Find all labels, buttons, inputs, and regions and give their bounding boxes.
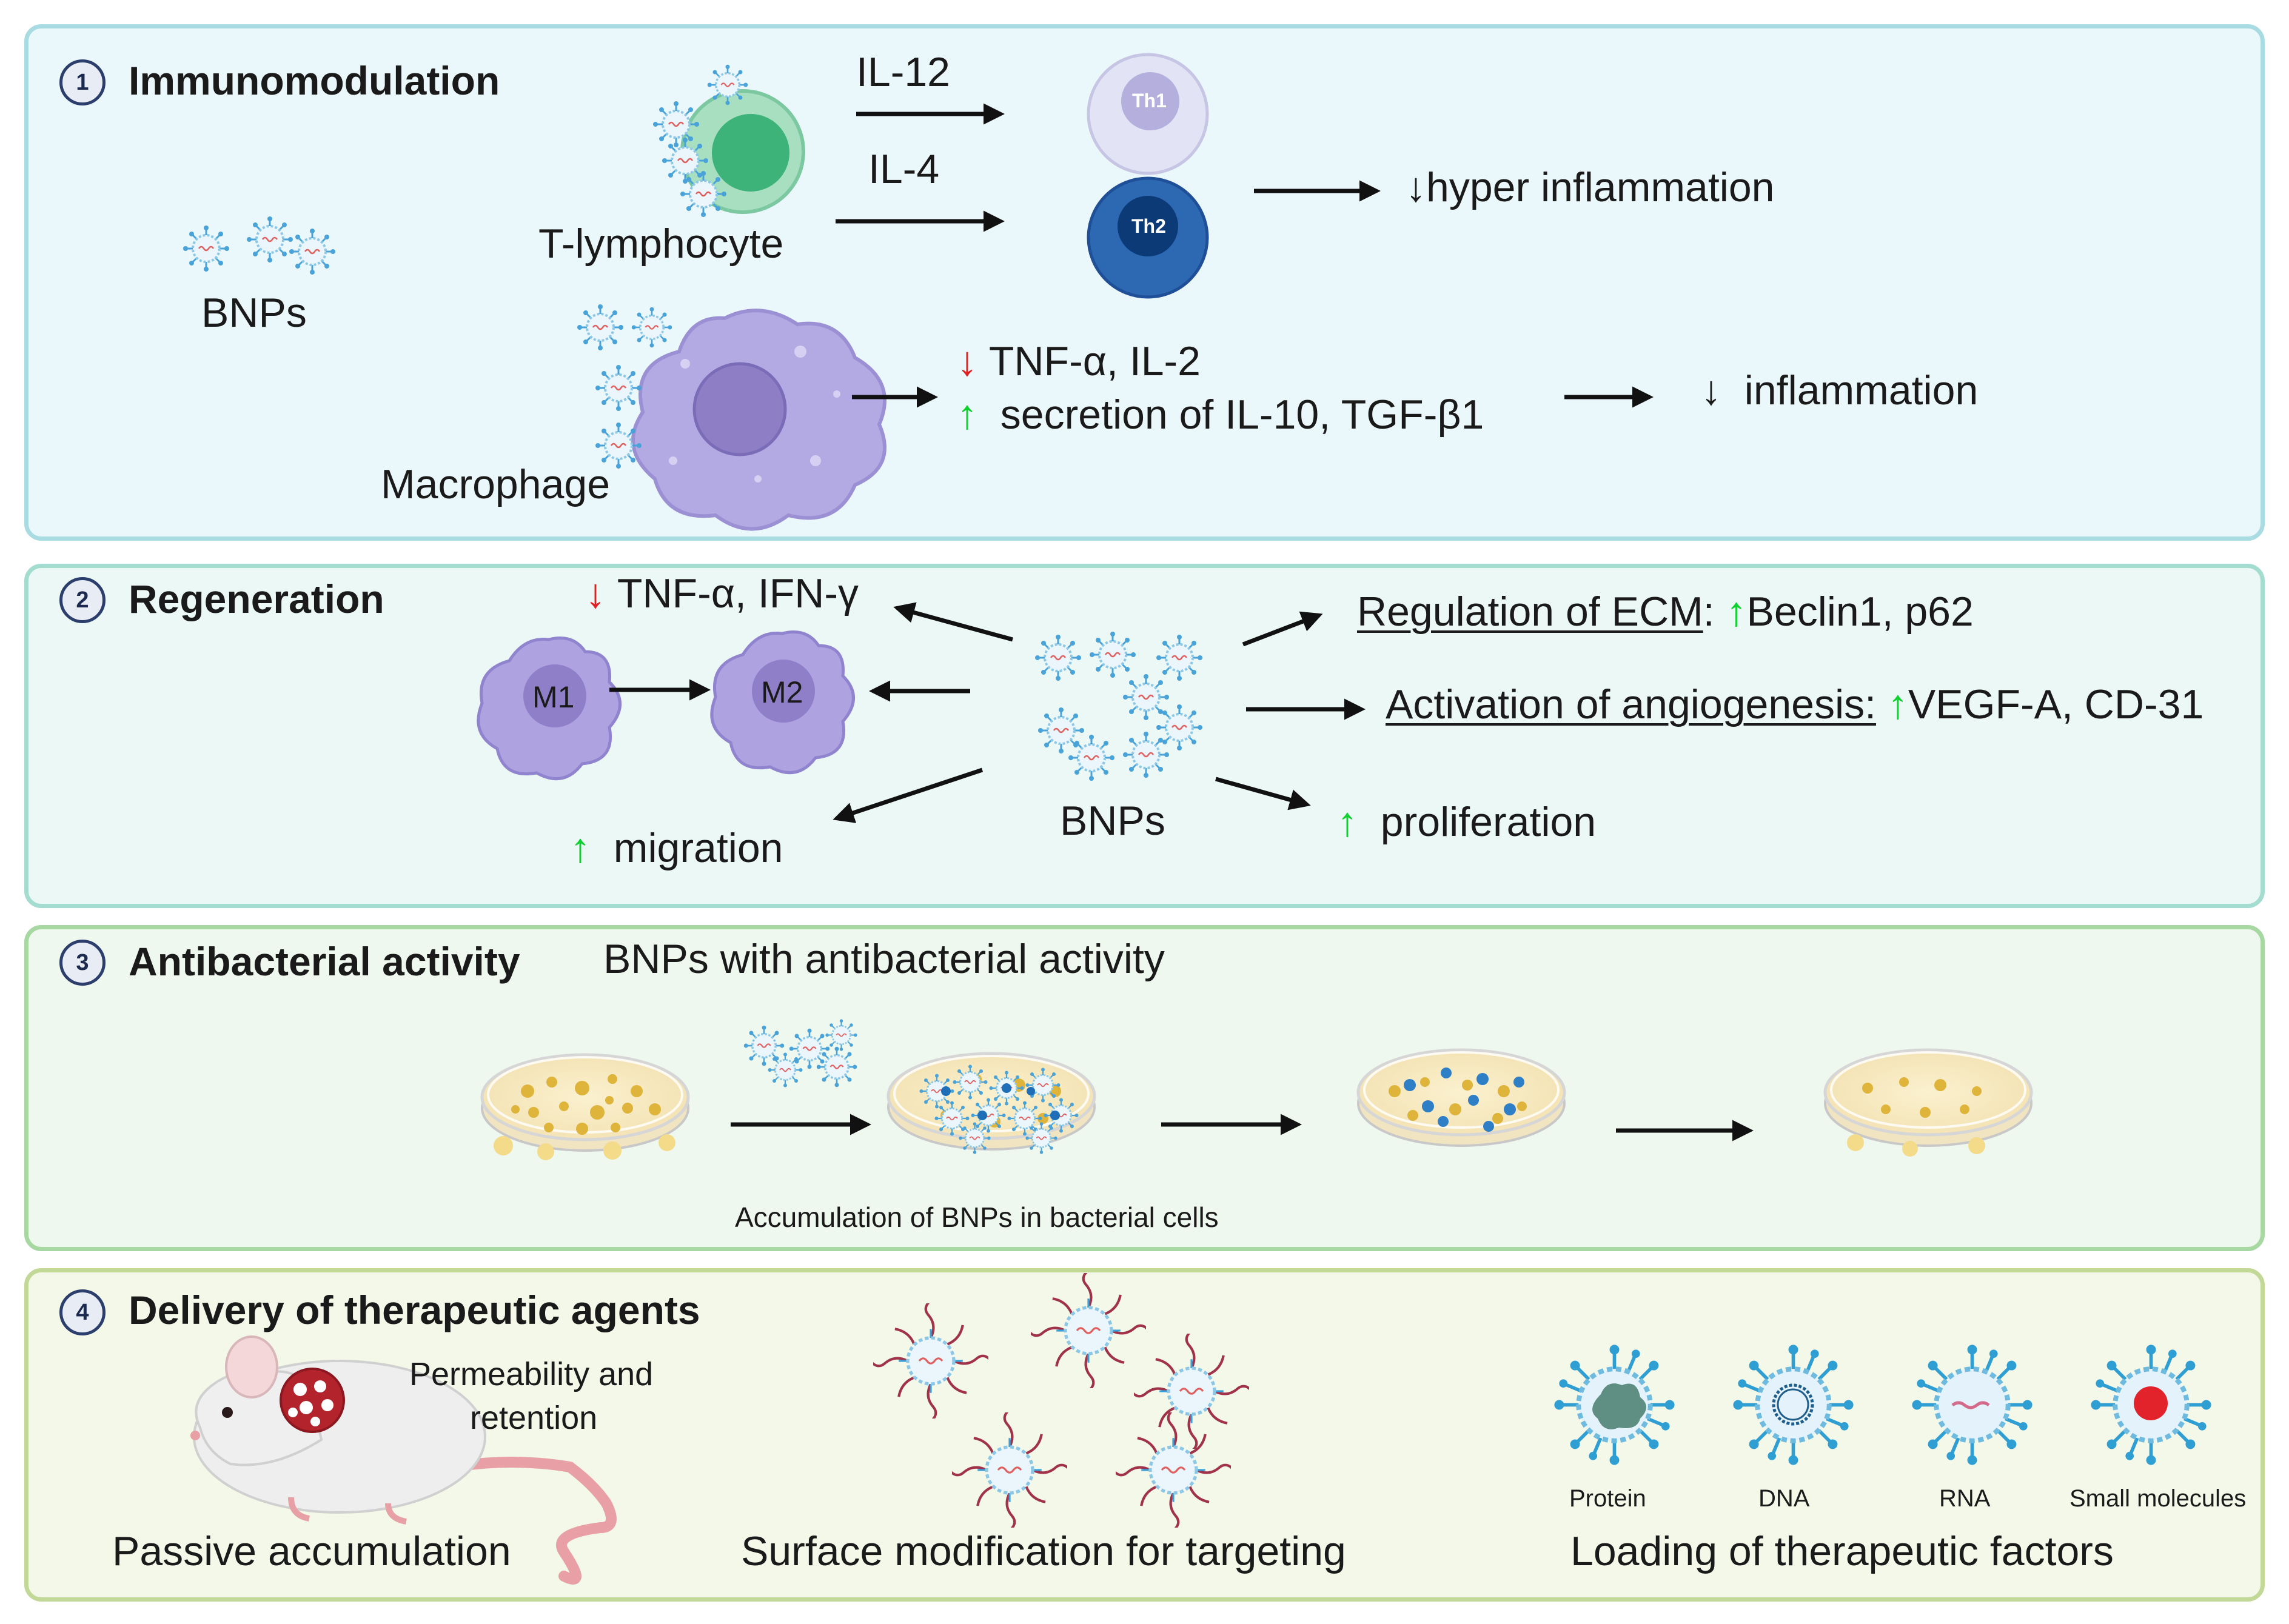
ecm-colon: : xyxy=(1703,589,1715,635)
surface-modified-nanoparticles xyxy=(870,1269,1253,1532)
bnp-cluster-regeneration xyxy=(1034,630,1204,782)
petri-dish-3 xyxy=(1358,1050,1564,1146)
th2-cell xyxy=(1087,176,1209,299)
m1-macrophage xyxy=(477,637,622,781)
panel-1-badge: 1 xyxy=(59,59,106,105)
secretion-up-arrow: ↑ xyxy=(957,392,977,438)
macrophage-cell xyxy=(576,303,886,531)
mouse-illustration xyxy=(190,1335,617,1585)
migration-text: migration xyxy=(613,825,783,871)
hyper-inflammation-label: ↓hyper inflammation xyxy=(1406,167,1774,208)
t-lymphocyte-label: T-lymphocyte xyxy=(538,221,784,267)
m2-label: M2 xyxy=(761,675,803,709)
inflammation-label: ↓ inflammation xyxy=(1701,370,1978,411)
protein-loaded-nanoparticle xyxy=(1554,1345,1674,1465)
angiogenesis-label: Activation of angiogenesis: ↑VEGF-A, CD-… xyxy=(1386,684,2204,725)
petri-dish-4 xyxy=(1825,1050,2031,1157)
ecm-values: Beclin1, p62 xyxy=(1746,589,1974,635)
proliferation-up-arrow: ↑ xyxy=(1337,799,1358,845)
il12-label: IL-12 xyxy=(856,49,950,95)
ecm-label: Regulation of ECM: ↑Beclin1, p62 xyxy=(1357,591,1974,632)
tnf-ifn-label: ↓ TNF-α, IFN-γ xyxy=(585,573,859,614)
migration-up-arrow: ↑ xyxy=(570,825,591,871)
t-lymphocyte-cell xyxy=(652,64,805,218)
panel-2-badge: 2 xyxy=(59,577,106,623)
angiogenesis-title: Activation of angiogenesis: xyxy=(1386,681,1876,727)
loading-label: Loading of therapeutic factors xyxy=(1570,1528,2114,1574)
angiogenesis-up-arrow: ↑ xyxy=(1887,681,1908,727)
il4-label: IL-4 xyxy=(868,146,940,192)
permeability-label-line1: Permeability and xyxy=(409,1356,654,1392)
cargo-dna-label: DNA xyxy=(1758,1485,1810,1512)
proliferation-text: proliferation xyxy=(1380,799,1597,845)
dna-loaded-nanoparticle xyxy=(1733,1345,1853,1465)
bnps-label: BNPs xyxy=(201,290,307,336)
inflammation-text: inflammation xyxy=(1744,367,1979,413)
macrophage-label: Macrophage xyxy=(381,461,611,507)
tnf-ifn-down-arrow: ↓ xyxy=(585,570,606,617)
panel-4-title: Delivery of therapeutic agents xyxy=(129,1288,700,1332)
inflammation-arrow: ↓ xyxy=(1701,367,1721,413)
permeability-label-line2: retention xyxy=(470,1400,598,1436)
proliferation-label: ↑ proliferation xyxy=(1337,801,1596,843)
antibacterial-subtitle: BNPs with antibacterial activity xyxy=(603,936,1165,982)
hyper-inflammation-arrow: ↓ xyxy=(1406,164,1426,210)
tnf-il2-label: ↓ TNF-α, IL-2 xyxy=(957,341,1201,382)
th2-label: Th2 xyxy=(1131,215,1166,237)
rna-loaded-nanoparticle xyxy=(1912,1345,2032,1465)
panel-4-badge: 4 xyxy=(59,1289,106,1335)
tnf-il2-text: TNF-α, IL-2 xyxy=(988,338,1201,384)
panel-3-badge: 3 xyxy=(59,940,106,986)
petri-dish-1 xyxy=(482,1055,688,1160)
migration-label: ↑ migration xyxy=(570,827,783,869)
th1-label: Th1 xyxy=(1132,90,1167,112)
panel-2-title: Regeneration xyxy=(129,576,384,621)
m2-macrophage xyxy=(710,630,855,775)
passive-accumulation-label: Passive accumulation xyxy=(112,1528,511,1574)
secretion-label: ↑ secretion of IL-10, TGF-β1 xyxy=(957,394,1484,435)
tnf-ifn-text: TNF-α, IFN-γ xyxy=(617,570,859,617)
tnf-il2-down-arrow: ↓ xyxy=(957,338,977,384)
panel-1-title: Immunomodulation xyxy=(129,58,500,103)
small-molecule-loaded-nanoparticle xyxy=(2091,1345,2211,1465)
ecm-title: Regulation of ECM xyxy=(1357,589,1703,635)
cargo-rna-label: RNA xyxy=(1939,1485,1991,1512)
regen-bnps-label: BNPs xyxy=(1060,798,1165,844)
secretion-text: secretion of IL-10, TGF-β1 xyxy=(1000,392,1484,438)
antibacterial-caption: Accumulation of BNPs in bacterial cells xyxy=(735,1201,1219,1233)
m1-label: M1 xyxy=(532,680,575,714)
cargo-small-molecules-label: Small molecules xyxy=(2069,1485,2247,1512)
surface-modification-label: Surface modification for targeting xyxy=(741,1528,1346,1574)
panel-3-title: Antibacterial activity xyxy=(129,939,520,984)
petri-dish-2 xyxy=(888,1054,1094,1155)
cargo-protein-label: Protein xyxy=(1569,1485,1646,1512)
th1-cell xyxy=(1087,53,1209,175)
hyper-inflammation-text: hyper inflammation xyxy=(1426,164,1775,210)
angiogenesis-values: VEGF-A, CD-31 xyxy=(1908,681,2204,727)
ecm-up-arrow: ↑ xyxy=(1726,589,1747,635)
